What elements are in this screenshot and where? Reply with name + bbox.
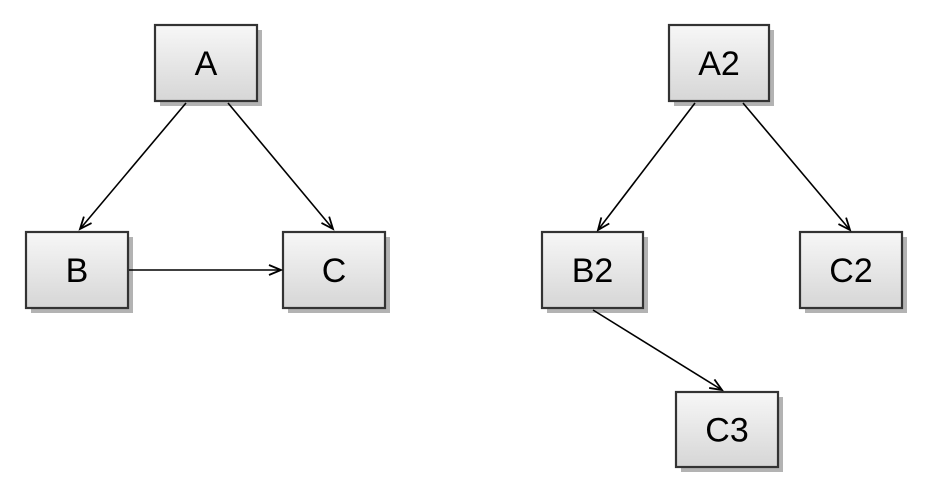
- node-C3: C3: [674, 390, 783, 472]
- node-box: [540, 230, 645, 310]
- node-box: [674, 390, 780, 469]
- edge-B2-C3: [592, 309, 724, 392]
- node-C: C: [281, 230, 390, 313]
- edge-A2-C2: [742, 102, 852, 232]
- node-label-A: A: [195, 45, 218, 83]
- node-label-C: C: [322, 252, 347, 290]
- edge-A-B: [78, 102, 187, 231]
- node-label-C2: C2: [829, 252, 872, 290]
- node-label-C3: C3: [705, 412, 748, 450]
- node-label-B2: B2: [572, 252, 614, 290]
- node-A: A: [153, 23, 262, 106]
- node-label-B: B: [66, 252, 89, 290]
- node-B: B: [24, 230, 133, 313]
- node-B2: B2: [540, 230, 648, 313]
- node-box: [798, 230, 904, 310]
- node-C2: C2: [798, 230, 907, 313]
- node-A2: A2: [667, 23, 774, 106]
- node-box: [667, 23, 771, 103]
- left-graph: A B C: [24, 23, 390, 313]
- node-label-A2: A2: [698, 45, 740, 83]
- node-box: [24, 230, 130, 310]
- edge-A2-B2: [596, 102, 696, 232]
- node-box: [281, 230, 387, 310]
- edge-A-C: [227, 102, 335, 231]
- node-box: [153, 23, 259, 103]
